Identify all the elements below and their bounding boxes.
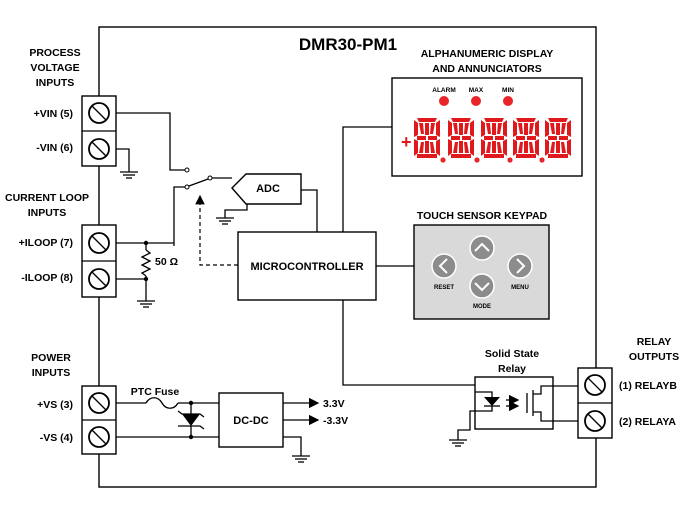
vin-wiring xyxy=(116,112,232,246)
ssr-label-2: Relay xyxy=(498,363,526,375)
display-title-1: ALPHANUMERIC DISPLAY xyxy=(421,48,554,60)
terminal-block-relay xyxy=(577,367,613,439)
output-neg-3v3-label: -3.3V xyxy=(323,415,348,427)
alarm-led-icon xyxy=(439,96,449,106)
relay-outputs-label-2: OUTPUTS xyxy=(629,351,679,363)
ptc-fuse-label: PTC Fuse xyxy=(131,386,180,398)
tvs-diode-icon xyxy=(182,414,200,426)
current-label-2: INPUTS xyxy=(28,207,67,219)
display-title-2: AND ANNUNCIATORS xyxy=(432,63,541,75)
adc-block: ADC xyxy=(215,173,318,233)
relayb-label: (1) RELAYB xyxy=(619,380,677,392)
power-label-2: INPUTS xyxy=(32,367,71,379)
process-label-3: INPUTS xyxy=(36,77,75,89)
vs-neg-label: -VS (4) xyxy=(40,432,73,444)
decimal-point-icon xyxy=(474,157,480,163)
iloop-pos-label: +ILOOP (7) xyxy=(19,237,73,249)
diagram-title: DMR30-PM1 xyxy=(299,35,397,54)
switch-icon xyxy=(188,178,209,187)
iloop-wiring: 50 Ω xyxy=(116,240,178,308)
annunciator-alarm-label: ALARM xyxy=(432,87,455,94)
relaya-label: (2) RELAYA xyxy=(619,416,676,428)
vin-neg-label: -VIN (6) xyxy=(36,142,73,154)
dcdc-block xyxy=(218,392,284,448)
annunciator-min-label: MIN xyxy=(502,87,514,94)
annunciator-max-label: MAX xyxy=(469,87,484,94)
process-label-1: PROCESS xyxy=(29,47,80,59)
iloop-neg-label: -ILOOP (8) xyxy=(21,272,73,284)
reset-key-icon xyxy=(431,253,457,279)
up-key-icon xyxy=(469,235,495,261)
terminal-block-iloop xyxy=(81,224,117,298)
resistor-icon xyxy=(140,249,152,277)
decimal-point-icon xyxy=(440,157,446,163)
microcontroller-label: MICROCONTROLLER xyxy=(250,261,363,273)
max-led-icon xyxy=(471,96,481,106)
menu-key-label: MENU xyxy=(511,285,529,291)
terminal-block-power xyxy=(81,385,117,455)
adc-label: ADC xyxy=(256,183,280,195)
microcontroller-block xyxy=(237,231,377,301)
current-label-1: CURRENT LOOP xyxy=(5,192,89,204)
min-led-icon xyxy=(503,96,513,106)
reset-key-label: RESET xyxy=(434,285,454,291)
relay-outputs-label-1: RELAY xyxy=(637,336,672,348)
switch-control-line xyxy=(195,194,238,266)
display-sign: + xyxy=(401,132,412,152)
mode-key-icon xyxy=(469,273,495,299)
ssr-label-1: Solid State xyxy=(485,348,539,360)
dcdc-label: DC-DC xyxy=(233,415,268,427)
keypad-panel: RESET MENU MODE xyxy=(413,224,550,320)
dcdc-outputs xyxy=(283,397,320,463)
output-3v3-label: 3.3V xyxy=(323,398,345,410)
ssr-block xyxy=(448,376,578,447)
resistor-label: 50 Ω xyxy=(155,256,178,268)
decimal-point-icon xyxy=(539,157,545,163)
terminal-block-vin xyxy=(81,95,117,167)
vs-pos-label: +VS (3) xyxy=(37,399,73,411)
mode-key-label: MODE xyxy=(473,304,491,310)
process-label-2: VOLTAGE xyxy=(30,62,79,74)
power-wiring xyxy=(116,397,219,440)
vin-pos-label: +VIN (5) xyxy=(34,108,73,120)
ptc-fuse-icon xyxy=(145,397,179,409)
power-label-1: POWER xyxy=(31,352,71,364)
led-icon xyxy=(484,397,500,406)
menu-key-icon xyxy=(507,253,533,279)
decimal-point-icon xyxy=(507,157,513,163)
keypad-title: TOUCH SENSOR KEYPAD xyxy=(417,210,548,222)
display-panel: ALARM MAX MIN + xyxy=(391,77,583,177)
